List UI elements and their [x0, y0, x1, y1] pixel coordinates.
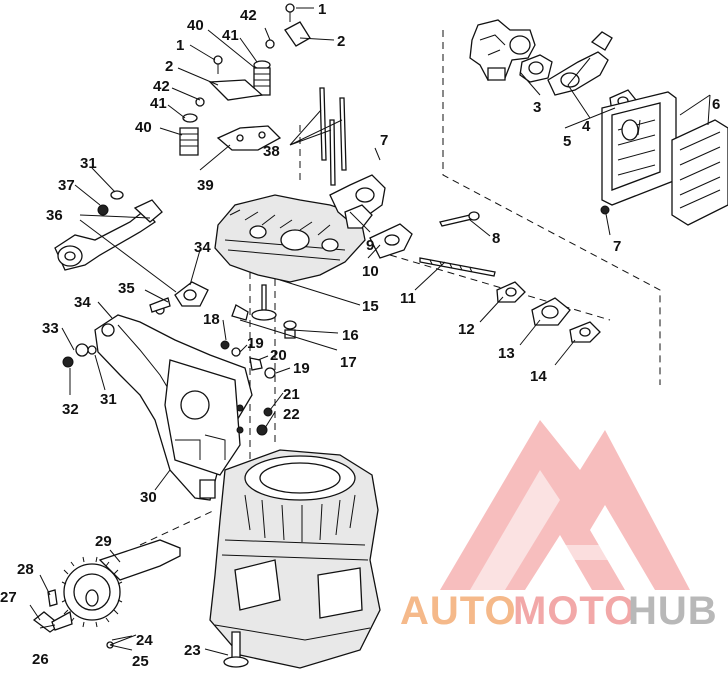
callout-41-top: 41 — [222, 27, 239, 44]
callout-15: 15 — [362, 298, 379, 315]
callout-1-mid: 1 — [176, 37, 184, 54]
callout-19-left: 19 — [247, 335, 264, 352]
callout-4: 4 — [582, 118, 591, 135]
callout-22: 22 — [283, 406, 300, 423]
watermark-text: AUTO MOTO HUB — [400, 589, 718, 633]
callout-18: 18 — [203, 311, 220, 328]
callout-8: 8 — [492, 230, 500, 247]
watermark-hub: HUB — [628, 589, 718, 633]
callout-29: 29 — [95, 533, 112, 550]
callout-36: 36 — [46, 207, 63, 224]
callout-31-top: 31 — [80, 155, 97, 172]
callout-34-top: 34 — [194, 239, 211, 256]
air-filter — [600, 91, 728, 226]
callout-14: 14 — [530, 368, 547, 385]
intake-manifold — [329, 174, 413, 259]
watermark-moto: MOTO — [513, 589, 636, 633]
shroud — [94, 305, 253, 501]
callout-2-mid: 2 — [165, 58, 173, 75]
callout-38: 38 — [263, 143, 280, 160]
rocker-parts-upper — [253, 3, 311, 96]
callout-1-top: 1 — [318, 1, 326, 18]
watermark-logo — [440, 420, 690, 590]
callout-17: 17 — [340, 354, 357, 371]
engine-block — [209, 449, 381, 669]
callout-19-right: 19 — [293, 360, 310, 377]
callout-41-mid: 41 — [150, 95, 167, 112]
exhaust-gaskets — [496, 281, 601, 343]
camshaft-gear — [32, 539, 181, 649]
callout-13: 13 — [498, 345, 515, 362]
callout-11: 11 — [400, 290, 416, 307]
valves — [231, 284, 297, 339]
head-bolts — [419, 211, 496, 277]
callout-33: 33 — [42, 320, 59, 337]
small-bolts — [220, 340, 276, 436]
callout-9: 9 — [366, 237, 374, 254]
shroud-hardware — [62, 297, 171, 368]
callout-3: 3 — [533, 99, 541, 116]
leader-lines — [29, 7, 711, 656]
callout-10: 10 — [362, 263, 379, 280]
callout-7-top: 7 — [380, 132, 388, 149]
block-bolt — [223, 631, 249, 668]
cylinder-head — [214, 194, 366, 283]
callout-6: 6 — [712, 96, 720, 113]
callout-32: 32 — [62, 401, 79, 418]
callout-40-mid: 40 — [135, 119, 152, 136]
callout-23: 23 — [184, 642, 201, 659]
watermark-auto: AUTO — [400, 589, 517, 633]
callout-39: 39 — [197, 177, 214, 194]
callout-26: 26 — [32, 651, 49, 668]
push-rods — [319, 87, 347, 186]
callout-31-bottom: 31 — [100, 391, 117, 408]
callout-20: 20 — [270, 347, 287, 364]
callout-34-left: 34 — [74, 294, 91, 311]
callout-21: 21 — [283, 386, 300, 403]
carburetor — [469, 19, 536, 81]
callout-28: 28 — [17, 561, 34, 578]
callout-42-mid: 42 — [153, 78, 170, 95]
callout-37: 37 — [58, 177, 75, 194]
callout-12: 12 — [458, 321, 475, 338]
callout-40-top: 40 — [187, 17, 204, 34]
callout-25: 25 — [132, 653, 149, 670]
callout-27: 27 — [0, 589, 17, 606]
callout-30: 30 — [140, 489, 157, 506]
callout-5: 5 — [563, 133, 571, 150]
rocker-plate — [216, 125, 282, 151]
callout-42-top: 42 — [240, 7, 257, 24]
callout-2-top: 2 — [337, 33, 345, 50]
callout-24: 24 — [136, 632, 153, 649]
callout-16: 16 — [342, 327, 359, 344]
callout-35: 35 — [118, 280, 135, 297]
callout-7-right: 7 — [613, 238, 621, 255]
rocker-parts-lower — [179, 55, 264, 156]
